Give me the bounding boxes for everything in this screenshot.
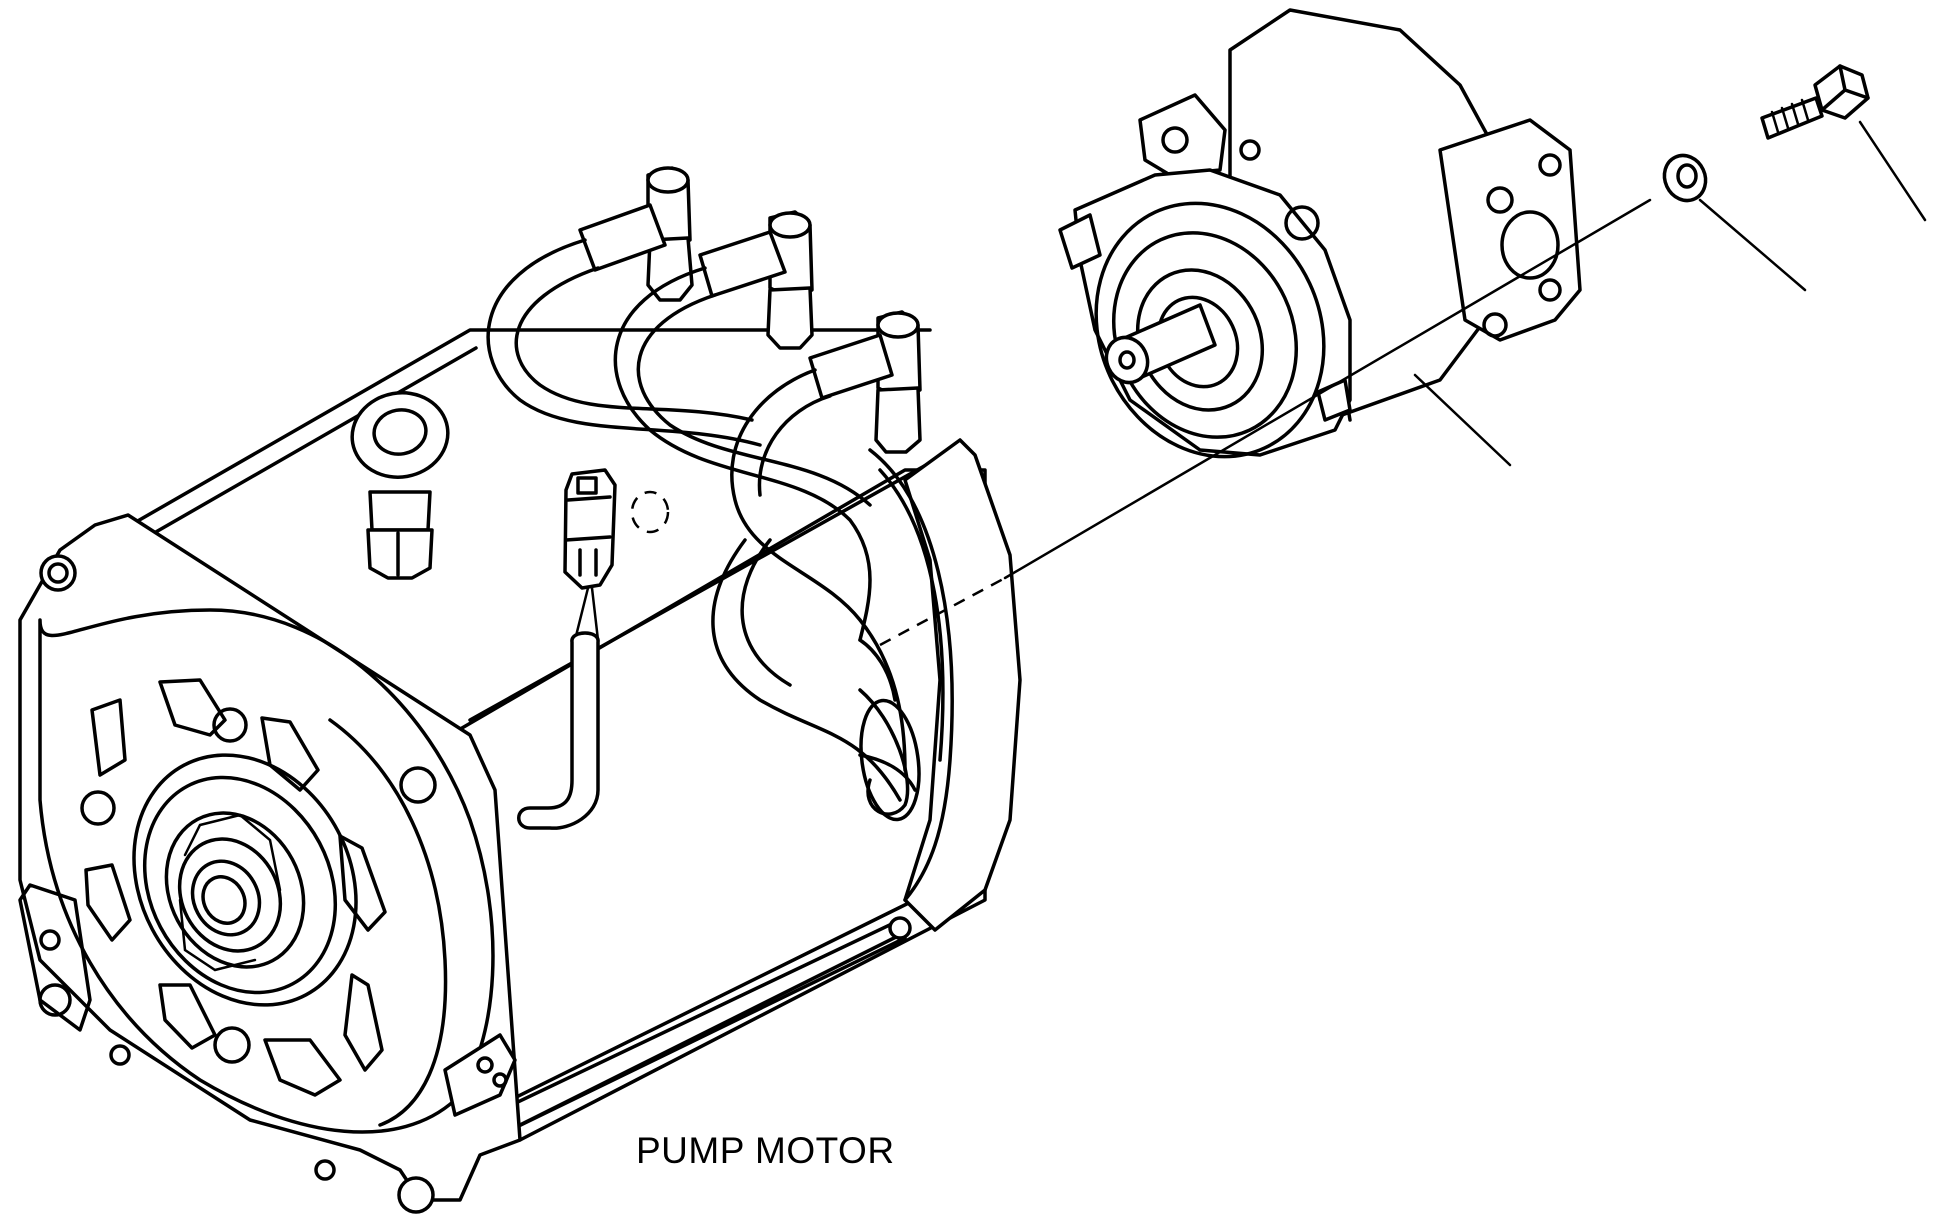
port-bolt-3 bbox=[1538, 278, 1562, 302]
rear-flange bbox=[858, 438, 1022, 932]
port-bolt-1 bbox=[1486, 186, 1514, 214]
hydraulic-hoses bbox=[486, 238, 921, 822]
leader-pump bbox=[1413, 373, 1512, 467]
flange-bolt-1 bbox=[39, 554, 77, 592]
hose-fittings bbox=[578, 166, 922, 454]
leader-washer bbox=[1698, 198, 1807, 292]
leader-bolt bbox=[1858, 120, 1927, 222]
lifting-eye-bolt bbox=[350, 391, 450, 580]
flange-bolt-4 bbox=[399, 766, 437, 804]
flange-bolt-3 bbox=[80, 790, 116, 826]
figure-caption: PUMP MOTOR bbox=[636, 1130, 895, 1171]
assembly-centerline bbox=[1003, 198, 1652, 580]
motor-body bbox=[120, 328, 987, 1142]
port-bolt-4 bbox=[1482, 312, 1508, 338]
front-flange bbox=[18, 513, 522, 1214]
flange-bolt-6 bbox=[397, 1176, 435, 1214]
washer bbox=[1662, 153, 1708, 203]
hex-bolt bbox=[1760, 64, 1870, 140]
port-bolt-2 bbox=[1538, 153, 1562, 177]
sensor-connector bbox=[517, 468, 670, 830]
hydraulic-pump bbox=[1058, 8, 1582, 459]
leader-lines bbox=[879, 120, 1927, 647]
ground-bracket bbox=[443, 1033, 517, 1117]
flange-bolt-5 bbox=[213, 1026, 251, 1064]
pump-bolt-1 bbox=[1284, 205, 1320, 241]
